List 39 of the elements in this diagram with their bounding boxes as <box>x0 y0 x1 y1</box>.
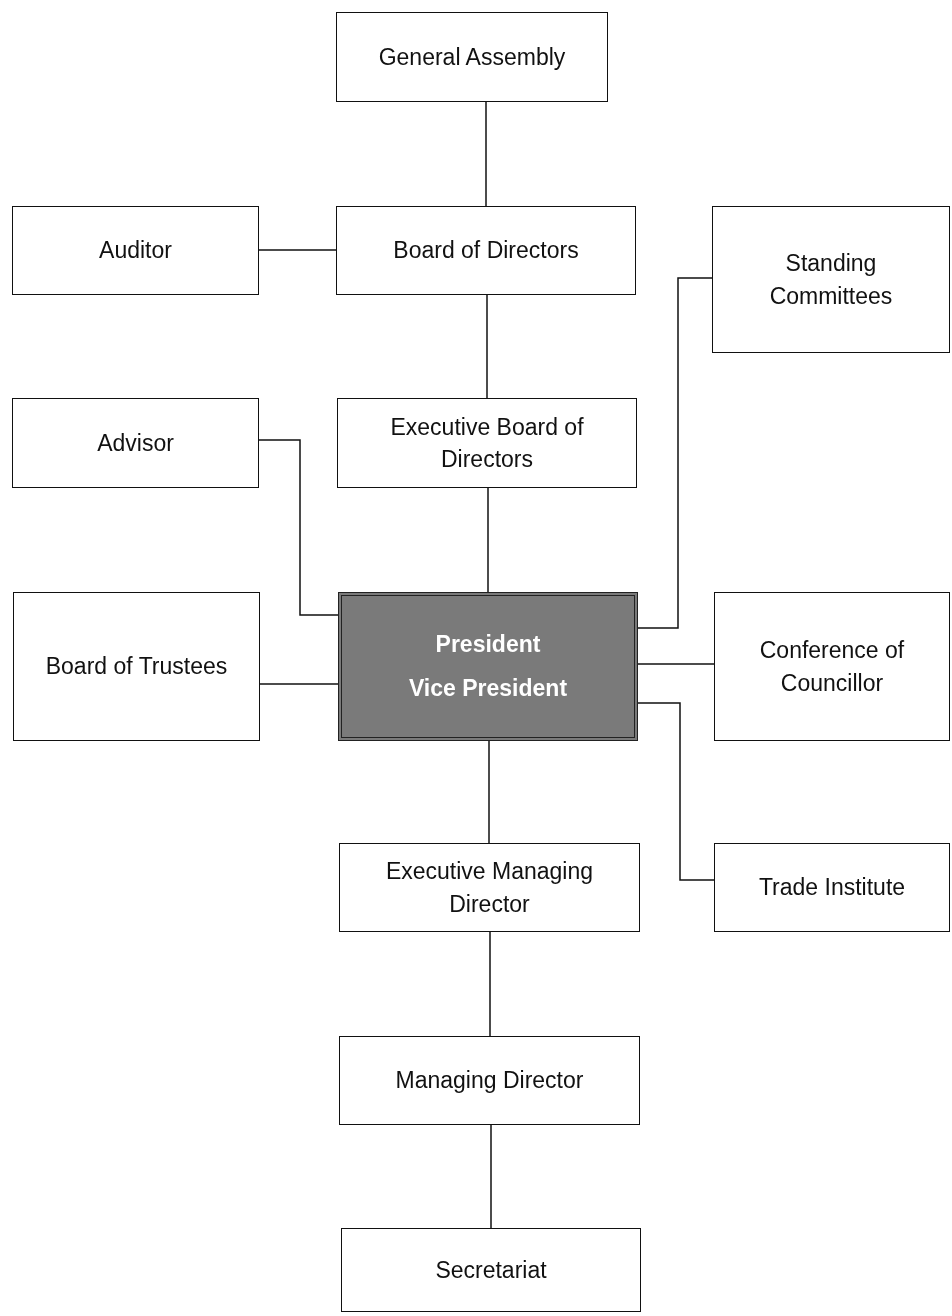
org-box <box>712 206 950 353</box>
org-box <box>714 592 950 741</box>
box-label: General Assembly <box>378 42 566 72</box>
org-box <box>13 592 260 741</box>
org-box <box>336 12 608 102</box>
box-label: Auditor <box>99 236 172 266</box>
box-label: Secretariat <box>435 1255 547 1285</box>
highlighted-box <box>338 592 638 741</box>
box-label: Conference of Councillor <box>758 636 906 698</box>
connector-line <box>258 249 337 251</box>
box-label: Board of Directors <box>393 236 579 266</box>
box-label: Board of Trustees <box>45 652 228 682</box>
box-label: Trade Institute <box>758 873 906 903</box>
org-box <box>339 843 640 932</box>
box-label: Standing Committees <box>768 249 894 311</box>
org-box <box>12 206 259 295</box>
box-label: Managing Director <box>395 1066 584 1096</box>
connector-line <box>259 683 339 685</box>
box-label: President <box>435 629 541 659</box>
org-box <box>339 1036 640 1125</box>
connector-line <box>488 740 490 844</box>
org-box <box>337 398 637 488</box>
connector-line <box>486 294 488 399</box>
connector-line <box>485 101 487 207</box>
connector-line <box>258 439 339 616</box>
connector-line <box>489 931 491 1037</box>
connector-line <box>487 487 489 593</box>
connector-line <box>637 702 715 881</box>
box-label: Vice President <box>408 673 568 703</box>
box-label: Executive Managing Director <box>384 857 595 919</box>
connector-line <box>490 1124 492 1229</box>
box-label: Advisor <box>97 428 174 458</box>
org-box <box>341 1228 641 1312</box>
connector-line <box>637 277 713 629</box>
org-box <box>12 398 259 488</box>
box-label: Executive Board of Directors <box>389 412 585 474</box>
org-box <box>336 206 636 295</box>
org-box <box>714 843 950 932</box>
connector-line <box>637 663 715 665</box>
